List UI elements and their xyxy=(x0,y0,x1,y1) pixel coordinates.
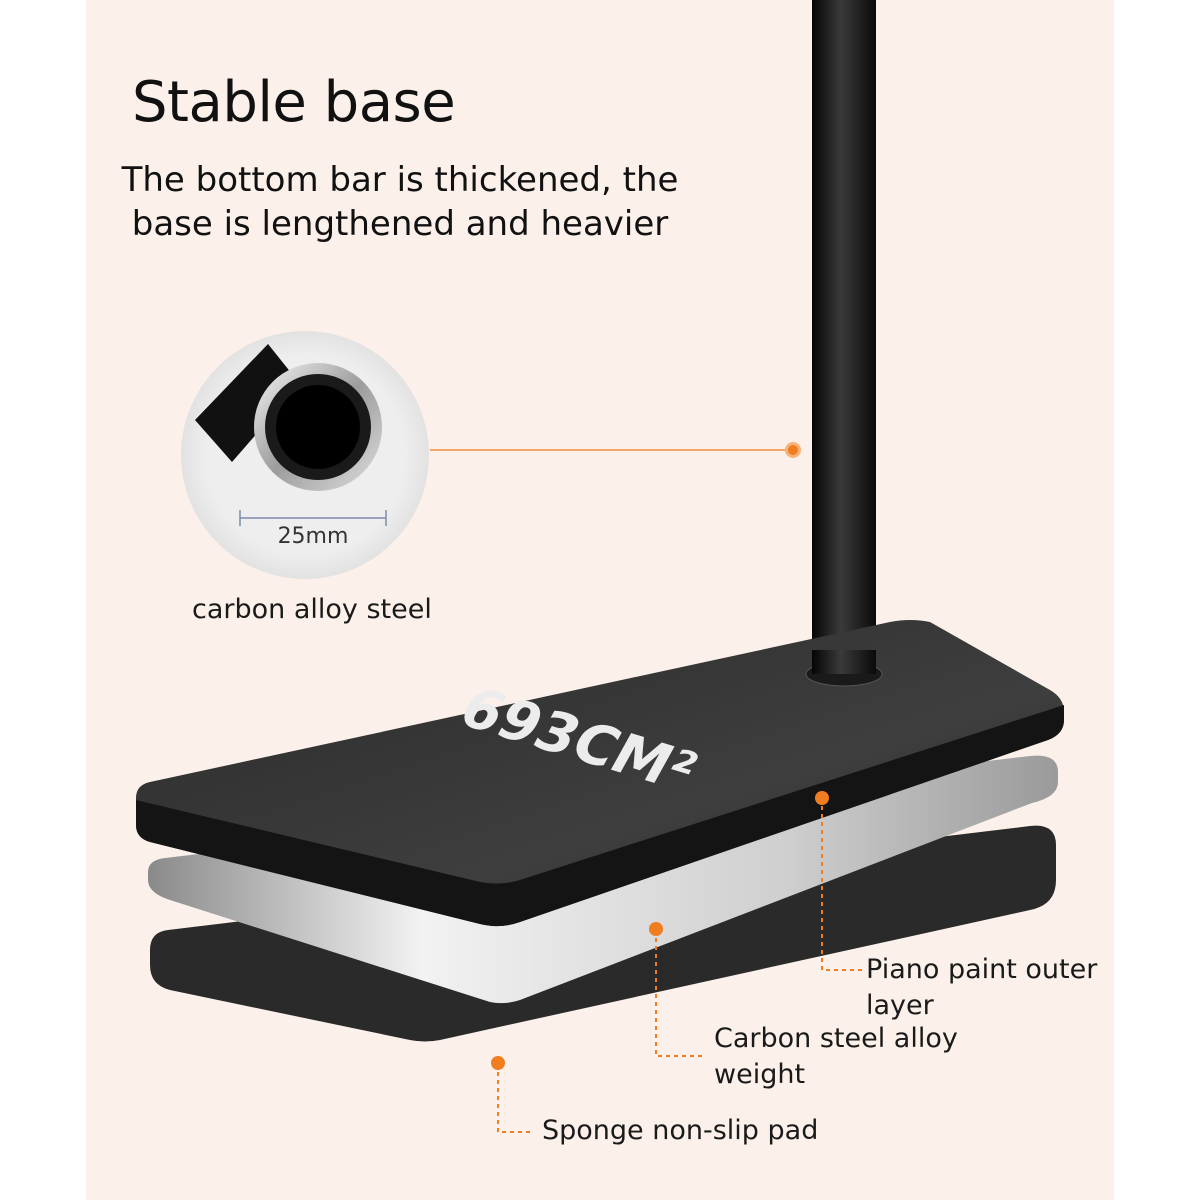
piano-paint-callout xyxy=(821,798,862,971)
layer-label-line: Sponge non-slip pad xyxy=(542,1115,819,1146)
piano-paint-plate xyxy=(136,620,1064,927)
tube-material-caption: carbon alloy steel xyxy=(192,594,432,625)
layer-label-line: weight xyxy=(714,1059,806,1090)
layer-label-line: Piano paint outer xyxy=(866,954,1098,985)
layer-label-line: layer xyxy=(866,990,934,1021)
page-subtitle: The bottom bar is thickened, the base is… xyxy=(110,158,690,246)
diameter-label: 25mm xyxy=(278,524,349,549)
page-title: Stable base xyxy=(132,70,456,135)
layer-label-line: Carbon steel alloy xyxy=(714,1023,958,1054)
subtitle-line-2: base is lengthened and heavier xyxy=(131,204,669,244)
layer-label-sponge-pad: Sponge non-slip pad xyxy=(542,1113,818,1149)
pole xyxy=(812,0,876,676)
layer-label-piano-paint: Piano paint outer layer xyxy=(866,952,1097,1024)
steel-weight-callout xyxy=(655,930,702,1057)
sponge-pad-callout xyxy=(497,1064,534,1133)
layer-label-steel-weight: Carbon steel alloy weight xyxy=(714,1021,958,1093)
subtitle-line-1: The bottom bar is thickened, the xyxy=(121,160,679,200)
